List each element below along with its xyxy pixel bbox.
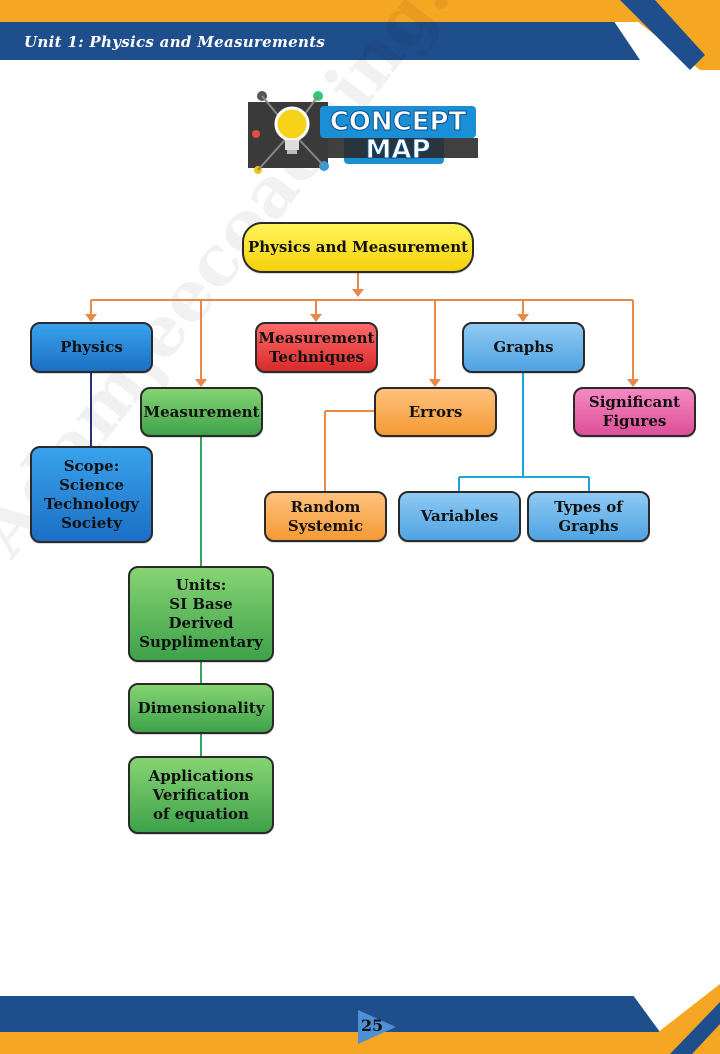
- unit-title: Unit 1: Physics and Measurements: [24, 33, 326, 51]
- node-variables: Variables: [398, 491, 521, 542]
- logo-line1: CONCEPT: [330, 107, 467, 137]
- logo-line2: MAP: [365, 135, 430, 165]
- node-graphs: Graphs: [462, 322, 585, 373]
- node-units: Units: SI Base Derived Supplimentary: [128, 566, 274, 662]
- node-measurement-techniques: Measurement Techniques: [255, 322, 378, 373]
- node-applications: Applications Verification of equation: [128, 756, 274, 834]
- header-orange-band: [0, 0, 720, 22]
- node-errors: Errors: [374, 387, 497, 437]
- node-measurement: Measurement: [140, 387, 263, 437]
- node-scope: Scope: Science Technology Society: [30, 446, 153, 543]
- header-corner-decoration: [610, 0, 720, 70]
- header-blue-band: [0, 22, 640, 60]
- footer-corner-decoration: [630, 984, 720, 1054]
- node-random-systemic: Random Systemic: [264, 491, 387, 542]
- node-types-of-graphs: Types of Graphs: [527, 491, 650, 542]
- page-number-badge: 25: [356, 1010, 396, 1044]
- node-physics: Physics: [30, 322, 153, 373]
- node-physics-and-measurement: Physics and Measurement: [242, 222, 474, 273]
- node-dimensionality: Dimensionality: [128, 683, 274, 734]
- page-number: 25: [360, 1016, 384, 1035]
- node-significant-figures: Significant Figures: [573, 387, 696, 437]
- concept-map-logo: CONCEPT MAP: [248, 91, 478, 174]
- footer-blue-band: [0, 996, 660, 1032]
- light-bulb-icon: [274, 106, 310, 154]
